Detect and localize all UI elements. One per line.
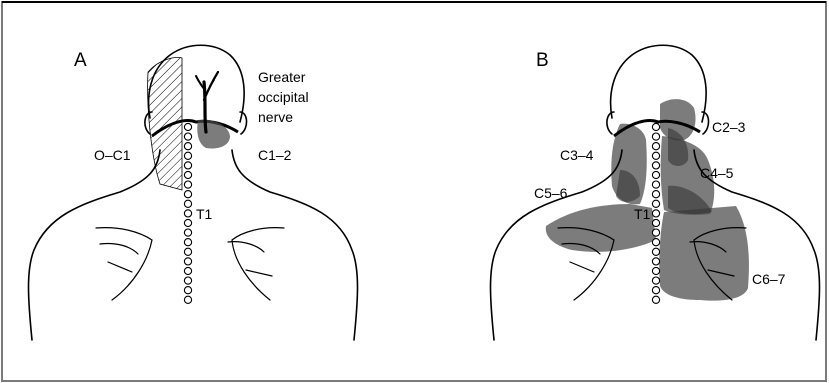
vertebra-dot [652,123,659,130]
vertebra-dot [184,181,191,188]
c2-3-label: C2–3 [712,119,746,135]
vertebra-dot [184,191,191,198]
spinous-processes-b [652,123,659,303]
vertebra-dot [652,258,659,265]
panel-letter: A [74,50,87,71]
vertebra-dot [184,152,191,159]
body-outline-a [29,150,161,340]
vertebra-dot [652,267,659,274]
vertebra-dot [652,239,659,246]
c6-7-label: C6–7 [752,271,786,287]
vertebra-dot [652,210,659,217]
nerve-label-line2: occipital [258,89,309,105]
c4-5-label: C4–5 [700,165,734,181]
vertebra-dot [652,229,659,236]
o-c1-label: O–C1 [94,147,131,163]
c5-6-label: C5–6 [534,185,568,201]
panel-b: B C2–3 C3–4 C4–5 C5–6 C6–7 T1 [491,45,820,340]
vertebra-dot [184,267,191,274]
vertebra-dot [652,287,659,294]
t1-label: T1 [634,206,651,222]
vertebra-dot [652,143,659,150]
vertebra-dot [652,133,659,140]
left-scapula-a [96,228,152,300]
vertebra-dot [652,200,659,207]
vertebra-dot [184,210,191,217]
nerve-label-line1: Greater [258,69,306,85]
vertebra-dot [652,191,659,198]
vertebra-dot [184,171,191,178]
vertebra-dot [184,219,191,226]
panel-a: A Greater occipital nerve O–C1 C1–2 T1 [29,45,358,340]
c3-4-label: C3–4 [560,147,594,163]
vertebra-dot [184,258,191,265]
vertebra-dot [184,123,191,130]
vertebra-dot [184,162,191,169]
vertebra-dot [652,181,659,188]
vertebra-dot [652,277,659,284]
spinous-processes-a [184,123,191,303]
t1-label: T1 [196,206,213,222]
vertebra-dot [184,229,191,236]
vertebra-dot [184,200,191,207]
vertebra-dot [184,133,191,140]
c1-2-label: C1–2 [258,147,292,163]
left-ear-b [607,112,614,134]
right-scapula-a [228,228,284,300]
nerve-label-line3: nerve [258,109,293,125]
vertebra-dot [652,152,659,159]
panel-letter: B [536,50,549,71]
vertebra-dot [184,143,191,150]
vertebra-dot [184,248,191,255]
vertebra-dot [652,296,659,303]
vertebra-dot [652,162,659,169]
c6-7-zone [659,206,749,301]
vertebra-dot [652,171,659,178]
vertebra-dot [184,296,191,303]
vertebra-dot [184,239,191,246]
vertebra-dot [184,277,191,284]
vertebra-dot [652,248,659,255]
vertebra-dot [652,219,659,226]
vertebra-dot [184,287,191,294]
